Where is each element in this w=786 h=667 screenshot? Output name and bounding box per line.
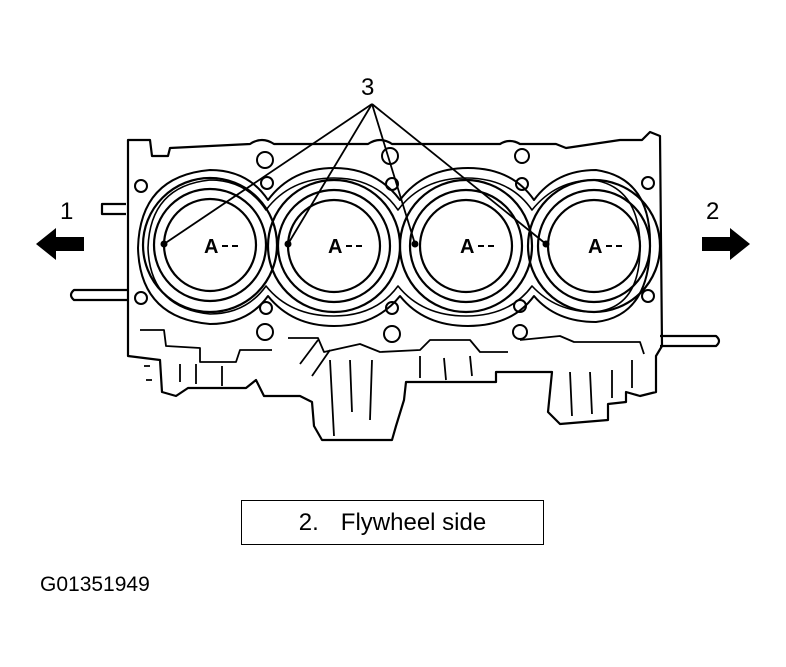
leader-lines-3 (163, 103, 547, 245)
arrow-left-icon (36, 228, 84, 260)
gasket-outer-contour (137, 167, 652, 327)
callout-1: 1 (60, 198, 74, 225)
right-lower-pin (660, 334, 721, 348)
left-upper-pin (100, 202, 126, 216)
cylinder-4-mark: A (588, 236, 602, 258)
legend-number: 2. (298, 508, 319, 536)
block-outline (126, 130, 664, 442)
arrow-right-icon (702, 228, 750, 260)
callout-3: 3 (361, 74, 375, 101)
legend-box: 2. Flywheel side (241, 500, 544, 545)
cylinder-4 (526, 178, 662, 314)
figure-id: G01351949 (40, 573, 150, 596)
cylinder-2-mark: A (328, 236, 342, 258)
cylinder-3-mark: A (460, 236, 474, 258)
bolt-holes (134, 147, 655, 343)
callout-2: 2 (706, 198, 720, 225)
block-lower-details (140, 329, 645, 437)
cylinder-1-mark: A (204, 236, 218, 258)
left-lower-pin (69, 288, 128, 302)
legend-text: Flywheel side (340, 508, 487, 536)
